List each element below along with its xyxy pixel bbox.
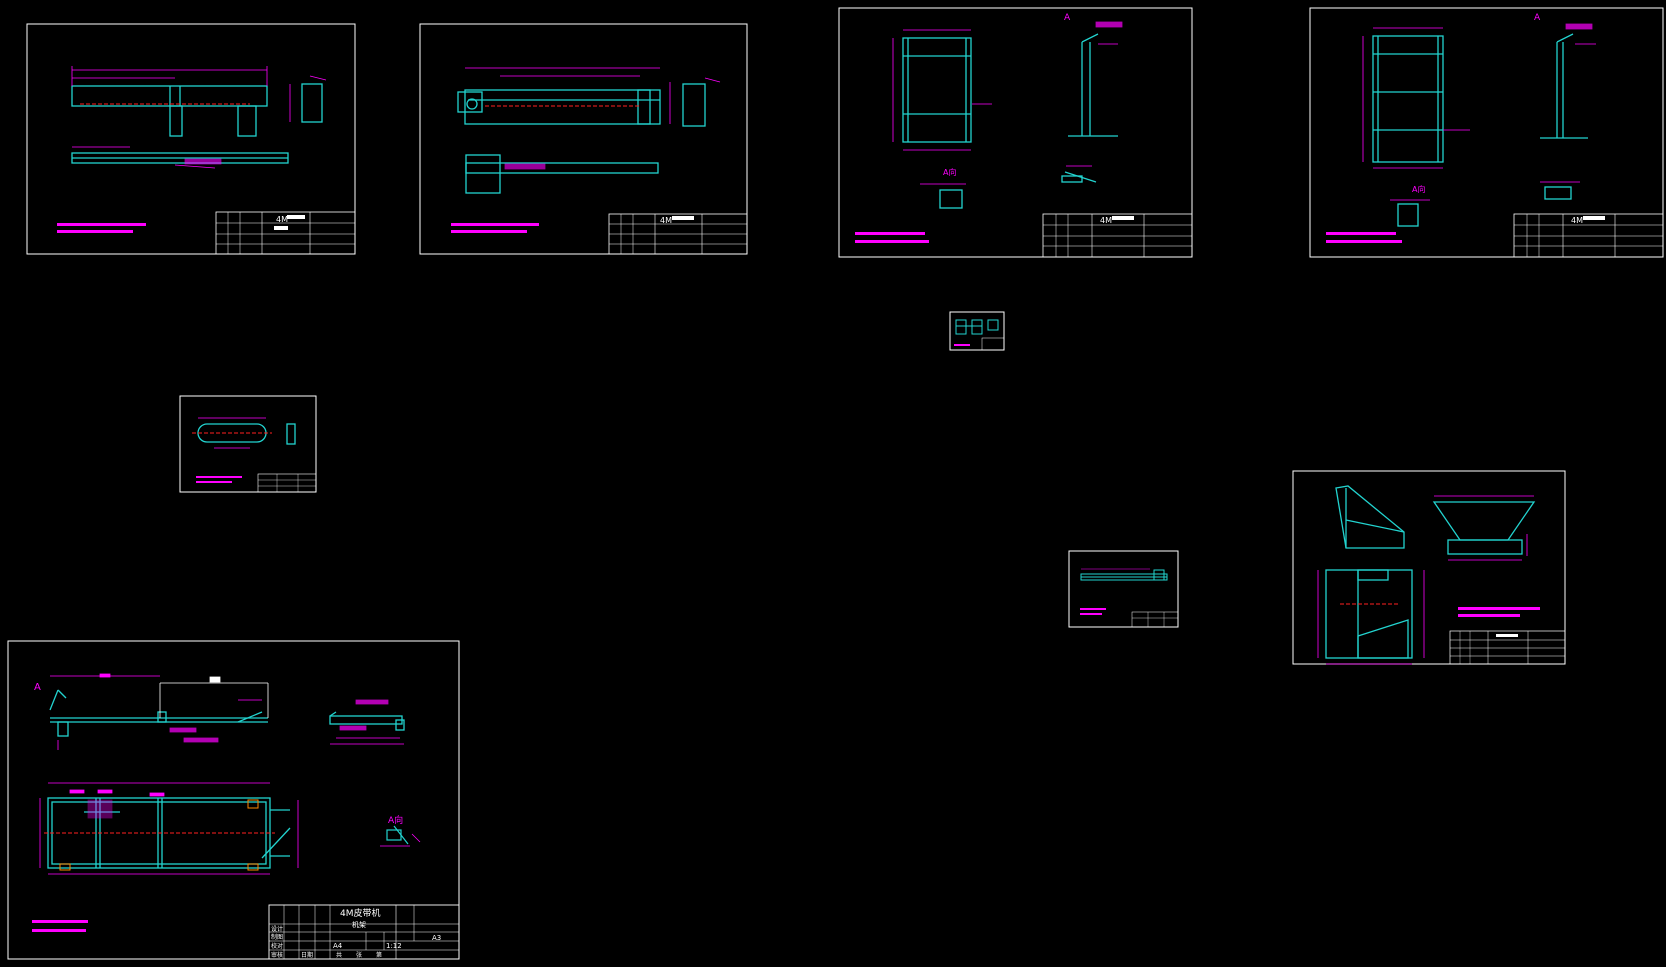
sheet-subtitle: 机架 bbox=[352, 920, 366, 929]
sheet-title: 4M bbox=[276, 215, 288, 224]
tb-approver: 审核 bbox=[271, 951, 283, 959]
tb-sheet: 张 bbox=[356, 951, 362, 959]
title-block: 4M bbox=[215, 211, 356, 255]
sheet-title: 4M bbox=[1100, 216, 1112, 225]
view-label-a: A bbox=[34, 682, 41, 693]
title-block: 4M bbox=[1513, 213, 1664, 258]
drawing-sheet-3[interactable]: A A向 4M bbox=[838, 7, 1193, 258]
drawing-sheet-8[interactable] bbox=[1292, 470, 1566, 665]
drawing-sheet-4[interactable]: A A向 4M bbox=[1309, 7, 1664, 258]
drawing-sheet-9[interactable]: A bbox=[7, 640, 460, 960]
tb-total: 共 bbox=[336, 951, 342, 959]
title-block: 4M皮带机 机架 设计 制图 校对 审核 日期 A4 1:12 A3 共 张 第 bbox=[268, 904, 460, 960]
tb-scale: 1:12 bbox=[386, 942, 402, 950]
title-block bbox=[1449, 630, 1566, 665]
tb-drafter: 制图 bbox=[271, 933, 283, 941]
view-label-a: A bbox=[1534, 13, 1541, 23]
tb-designer: 设计 bbox=[271, 925, 283, 933]
drawing-sheet-5[interactable] bbox=[179, 395, 317, 493]
drawing-sheet-6[interactable] bbox=[949, 311, 1005, 351]
drawing-sheet-7[interactable] bbox=[1068, 550, 1179, 628]
sheet-title: 4M bbox=[660, 216, 672, 225]
title-block bbox=[1131, 611, 1179, 628]
drawing-sheet-2[interactable]: 4M bbox=[419, 23, 748, 255]
section-label: A向 bbox=[388, 814, 403, 826]
drawing-sheet-1[interactable]: 4M bbox=[26, 23, 356, 255]
section-label: A向 bbox=[943, 167, 956, 177]
view-label-a: A bbox=[1064, 13, 1071, 23]
sheet-title: 4M皮带机 bbox=[340, 907, 381, 919]
section-label: A向 bbox=[1412, 184, 1425, 194]
title-block bbox=[257, 473, 317, 493]
tb-page: 第 bbox=[376, 951, 382, 959]
tb-date: 日期 bbox=[301, 951, 313, 959]
title-block: 4M bbox=[608, 213, 748, 255]
title-block: 4M bbox=[1042, 213, 1193, 258]
sheet-title: 4M bbox=[1571, 216, 1583, 225]
tb-checker: 校对 bbox=[271, 942, 283, 950]
tb-sheet-size: A3 bbox=[432, 934, 441, 942]
tb-paper-size: A4 bbox=[333, 942, 343, 950]
